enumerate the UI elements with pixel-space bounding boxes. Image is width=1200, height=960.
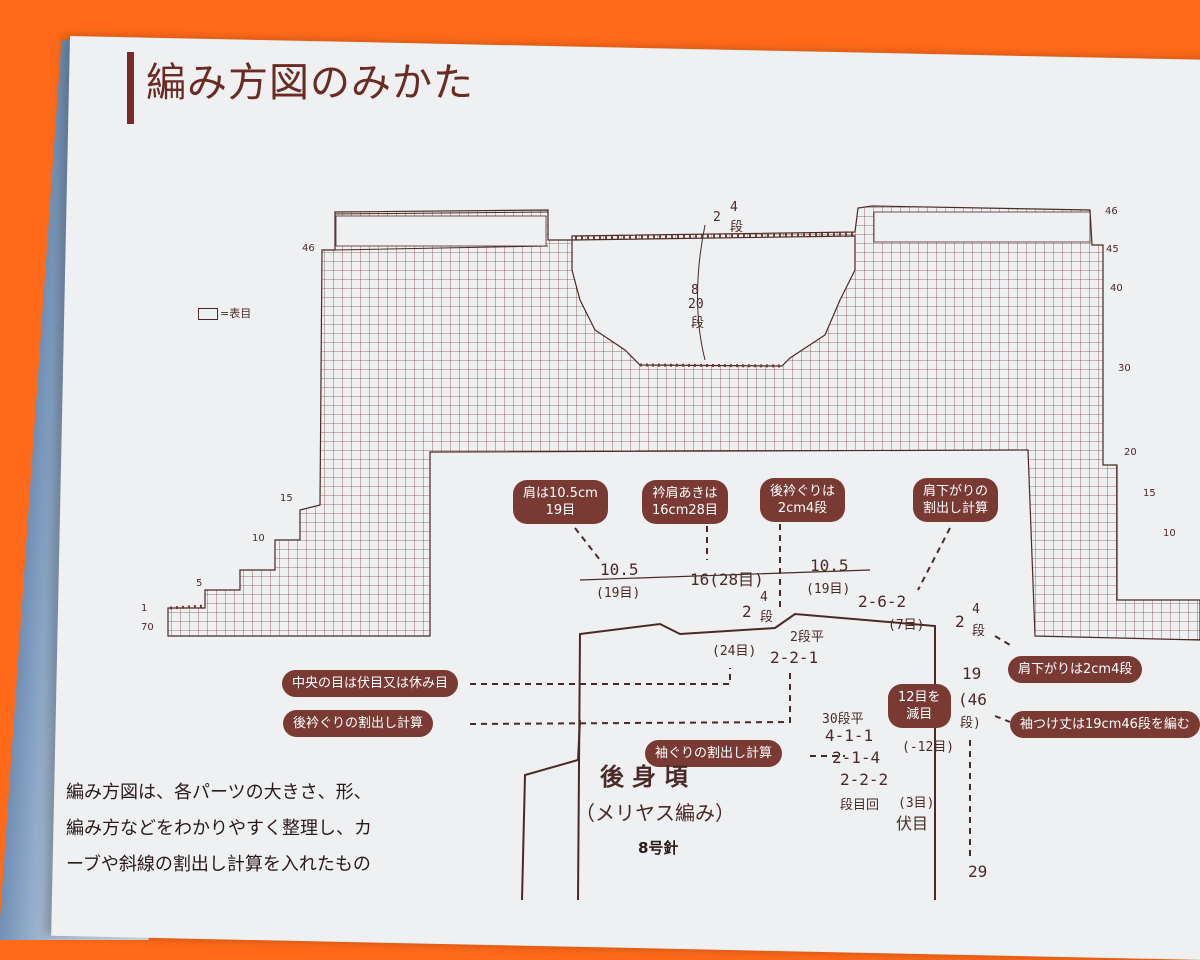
- row-marker-right-6: 15: [1143, 488, 1156, 499]
- row-marker-right-1: 46: [1105, 206, 1118, 217]
- chart-top-dan: 段: [730, 220, 744, 235]
- row-marker-left-1: 46: [302, 243, 315, 254]
- row-marker-right-3: 40: [1110, 283, 1123, 294]
- chart-mid-8: 8: [691, 283, 699, 298]
- title-accent-bar: [127, 52, 134, 124]
- row-marker-left-2: 15: [280, 493, 293, 504]
- label-shoulder-drop: 肩下がりは2cm4段: [1008, 656, 1143, 683]
- label-decrease: 12目を 減目: [888, 684, 951, 728]
- num-arm-214: 2-1-4: [832, 748, 881, 767]
- chart-neck-opening: [571, 235, 856, 367]
- body-text: 編み方図は、各パーツの大きさ、形、 編み方などをわかりやすく整理し、カ ーブや斜…: [66, 775, 406, 883]
- chart-shoulder-left-blank: [335, 215, 547, 247]
- num-neck-221: 2-2-1: [770, 648, 819, 667]
- page-title: 編み方図のみかた: [146, 60, 474, 106]
- garment-outline: [577, 612, 936, 900]
- num-arm-units: 段目回: [840, 798, 880, 813]
- row-marker-left-6: 70: [141, 622, 154, 633]
- knitting-chart: [167, 205, 1200, 900]
- num-side-46: (46: [958, 690, 987, 709]
- num-shoulder-rule-sts: (7目): [888, 618, 925, 633]
- garment-outline-armhole: [521, 719, 581, 900]
- num-w-right-sts: (19目): [806, 582, 851, 597]
- num-side-4: 4: [972, 602, 980, 617]
- label-center-stitches: 中央の目は伏目又は休み目: [282, 670, 459, 697]
- num-side-2: 2: [955, 612, 965, 631]
- num-neck-2: 2: [742, 602, 752, 621]
- row-marker-left-4: 5: [196, 578, 203, 589]
- row-marker-right-4: 30: [1118, 363, 1131, 374]
- body-text-line-1: 編み方図は、各パーツの大きさ、形、: [66, 782, 372, 803]
- chart-mid-20: 20: [688, 297, 704, 312]
- label-armhole-calc: 袖ぐりの割出し計算: [645, 740, 783, 767]
- num-neck-24: (24目): [712, 644, 757, 659]
- label-shoulder-slope-calc: 肩下がりの 割出し計算: [913, 478, 999, 522]
- chart-shoulder-left-band: [334, 211, 549, 251]
- legend: =表目: [198, 305, 251, 321]
- row-marker-right-7: 10: [1163, 528, 1176, 539]
- num-side-dan2: 段): [960, 716, 981, 731]
- num-arm-222: 2-2-2: [840, 770, 889, 789]
- row-marker-left-3: 10: [252, 533, 265, 544]
- width-dimension-line: [579, 569, 871, 581]
- num-shoulder-rule: 2-6-2: [858, 592, 907, 611]
- num-side-29: 29: [968, 862, 988, 881]
- label-sleeve-length: 袖つけ丈は19cm46段を編む: [1010, 711, 1200, 738]
- num-arm-30: 30段平: [822, 712, 864, 727]
- chart-grid-area: [167, 205, 1200, 641]
- leader-lines: [469, 524, 1011, 860]
- chart-top-4: 4: [730, 200, 738, 215]
- num-w-mid: 16(28目): [690, 570, 764, 589]
- legend-box-icon: [198, 308, 218, 320]
- num-side-dan: 段: [972, 624, 986, 639]
- num-w-left: 10.5: [600, 560, 639, 579]
- num-arm-fuse: 伏目: [896, 814, 929, 833]
- chart-shoulder-right-blank: [873, 211, 1091, 243]
- num-minus12: (-12目): [902, 740, 955, 755]
- piece-name: 後身頃: [600, 763, 696, 791]
- piece-needle: 8号針: [638, 839, 679, 857]
- row-marker-left-5: 1: [141, 603, 148, 614]
- chart-center-bracket: [697, 224, 706, 361]
- label-back-neck: 後衿ぐりは 2cm4段: [760, 478, 846, 522]
- piece-stitch: （メリヤス編み）: [575, 801, 735, 825]
- chart-mid-dan: 段: [691, 316, 705, 331]
- body-text-line-3: ーブや斜線の割出し計算を入れたもの: [66, 854, 371, 875]
- label-collar-shoulder: 衿肩あきは 16cm28目: [642, 480, 728, 524]
- num-w-left-sts: (19目): [596, 586, 641, 601]
- num-neck-2dan: 2段平: [790, 630, 824, 645]
- body-text-line-2: 編み方などをわかりやすく整理し、カ: [66, 818, 372, 839]
- num-neck-4: 4: [760, 590, 768, 605]
- num-arm-411: 4-1-1: [825, 726, 874, 745]
- num-neck-dan: 段: [760, 610, 774, 625]
- row-marker-right-5: 20: [1124, 447, 1137, 458]
- row-marker-right-2: 45: [1106, 244, 1119, 255]
- num-arm-3: (3目): [898, 796, 935, 811]
- num-w-right: 10.5: [810, 556, 849, 575]
- num-side-19: 19: [962, 664, 982, 683]
- label-back-neck-calc: 後衿ぐりの割出し計算: [283, 710, 434, 737]
- legend-text: =表目: [220, 307, 252, 320]
- chart-top-2: 2: [713, 210, 721, 225]
- label-shoulder: 肩は10.5cm 19目: [513, 480, 608, 524]
